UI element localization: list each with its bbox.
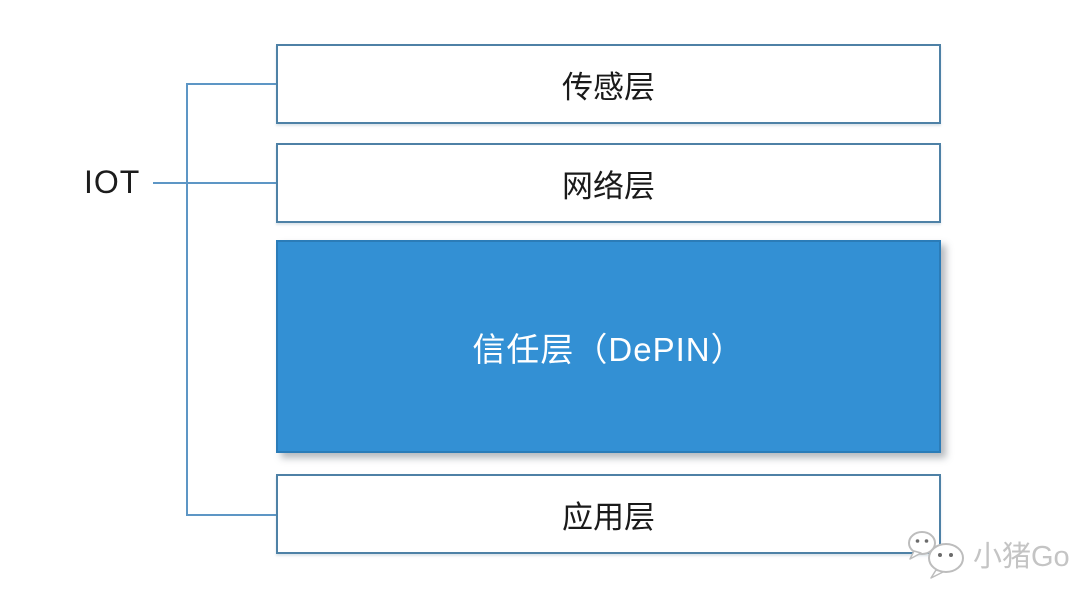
watermark-text: 小猪Go: [973, 541, 1070, 573]
connector-iot-horizontal: [153, 182, 277, 184]
layer-box-trust-depin: 信任层（DePIN）: [276, 240, 941, 453]
watermark: 小猪Go: [905, 528, 1070, 580]
connector-bracket-vertical: [186, 83, 188, 516]
iot-root-label: IOT: [84, 164, 141, 200]
layer-label-trust-depin: 信任层（DePIN）: [472, 330, 745, 368]
layer-box-network: 网络层: [276, 143, 941, 223]
connector-branch-bottom: [186, 514, 277, 516]
wechat-icon: [905, 528, 967, 580]
layer-label-network: 网络层: [562, 168, 655, 204]
layer-box-application: 应用层: [276, 474, 941, 554]
layer-label-application: 应用层: [562, 499, 655, 535]
layer-box-sensing: 传感层: [276, 44, 941, 124]
connector-branch-top: [186, 83, 277, 85]
layer-label-sensing: 传感层: [562, 69, 655, 105]
